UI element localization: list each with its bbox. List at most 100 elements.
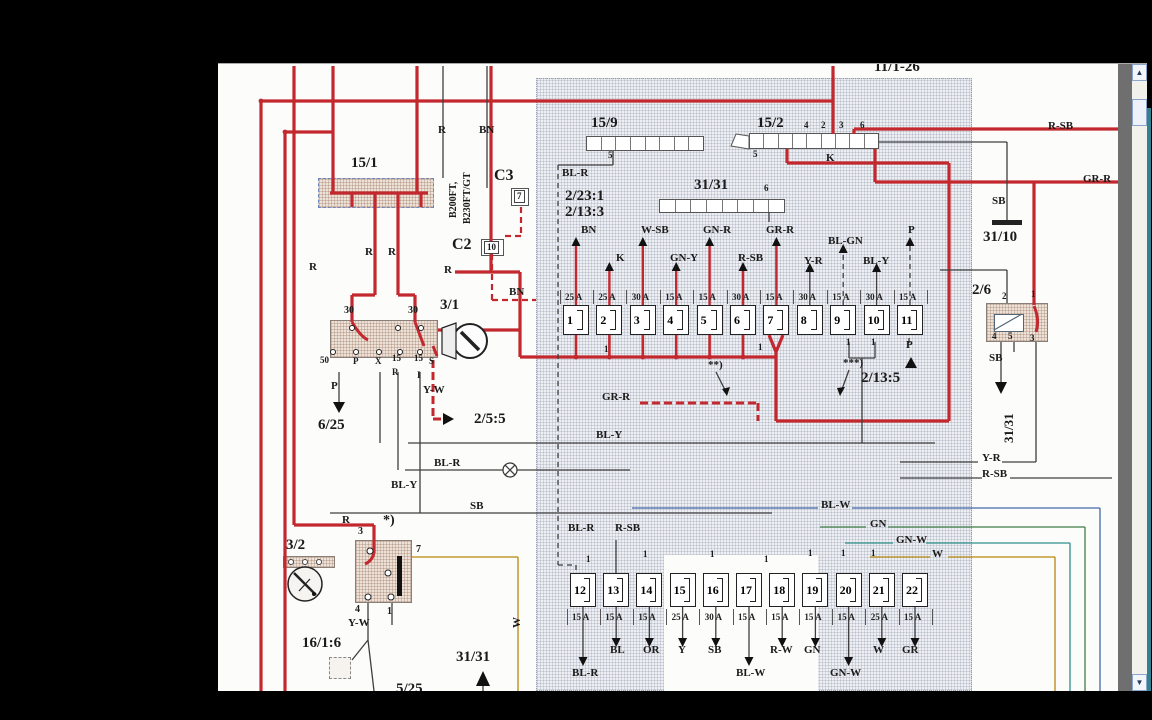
wire-label: GN-W: [830, 667, 862, 679]
wire-label: GN: [804, 644, 821, 656]
pin-label: 7: [416, 544, 421, 555]
wire-label: R: [309, 261, 317, 273]
connector-15-1: [318, 178, 434, 208]
scrollbar-down-button[interactable]: ▼: [1132, 674, 1147, 691]
wire-label: Y: [678, 644, 686, 656]
fuse-amp-rating: 25 A: [565, 292, 583, 302]
fuse-amp-rating: 30 A: [631, 292, 650, 302]
label-b230ft-gt: B230FT/GT: [462, 172, 473, 224]
wire-label: BL-GN: [828, 235, 863, 247]
label-c3: C3: [494, 167, 514, 184]
pin-label: 1: [871, 548, 876, 558]
wire-label: R-SB: [982, 468, 1008, 480]
label-2-6: 2/6: [972, 282, 992, 298]
wire-label: R: [444, 264, 452, 276]
fuse-top-10: 10: [863, 305, 890, 335]
fuse-top-9: 9: [830, 305, 857, 335]
pin-label: 1: [387, 606, 392, 617]
fuse-bottom-15: 15: [669, 573, 696, 607]
fuse-top-11: 11: [897, 305, 923, 335]
label-2-23-1: 2/23:1: [565, 188, 605, 204]
wire-label: P: [331, 380, 338, 392]
bottom-letterbox: [0, 691, 1152, 720]
label-16-1-6: 16/1:6: [302, 635, 342, 651]
pin-label: 30: [344, 305, 354, 316]
pin-label: P: [353, 356, 359, 366]
pin-label: 1: [846, 337, 851, 347]
wire-label: OR: [643, 644, 660, 656]
wire-label: W: [511, 617, 523, 628]
pin-label: 15: [414, 353, 423, 363]
wire-label: BL-W: [736, 667, 766, 679]
fuse-amp-rating: 15 A: [605, 612, 623, 622]
wire-label: GN-Y: [670, 252, 699, 264]
fuse-top-8: 8: [796, 305, 823, 335]
wire-label: R-SB: [1048, 120, 1074, 132]
wire-label: R: [365, 246, 373, 258]
wire-label: Y-W: [348, 617, 370, 629]
wire-label: P: [906, 339, 913, 351]
wire-label: GN-R: [703, 224, 732, 236]
window-edge-accent: [1147, 108, 1151, 691]
label-3-1: 3/1: [440, 297, 460, 313]
pin-label: S: [429, 356, 435, 366]
pin-label: 15: [392, 353, 401, 363]
fuse-amp-rating: 30 A: [798, 292, 817, 302]
wire-label: R-SB: [615, 522, 641, 534]
fuse-top-7: 7: [763, 305, 790, 335]
wire-label: K: [616, 252, 625, 264]
fuse-amp-rating: 30 A: [865, 292, 883, 302]
wire-label: SB: [470, 500, 484, 512]
fuse-amp-rating: 15 A: [771, 612, 789, 622]
connector-c2-pin: 10: [484, 241, 499, 254]
fuse-amp-rating: 15 A: [698, 292, 716, 302]
wire-label: BL-Y: [596, 429, 623, 441]
wire-label: GN-W: [896, 534, 928, 546]
fuse-amp-rating: 15 A: [804, 612, 822, 622]
label-2-13-5: 2/13:5: [861, 370, 901, 386]
pin-label: 3: [1030, 333, 1035, 343]
pin-label: X: [375, 356, 382, 366]
scrollbar-up-button[interactable]: ▲: [1132, 64, 1147, 81]
pin-label: 4: [992, 331, 997, 341]
wire-label: W: [873, 644, 884, 656]
wire-label: **): [708, 359, 723, 371]
fuse-bottom-21: 21: [868, 573, 895, 607]
fuse-amp-rating: 25 A: [598, 292, 616, 302]
wire-label: Y-R: [982, 452, 1001, 464]
page-top-edge: [218, 63, 1147, 64]
fuse-top-1: 1: [563, 305, 589, 335]
fuse-top-5: 5: [696, 305, 723, 335]
connector-31-31: [659, 199, 785, 213]
scrollbar-track[interactable]: [1132, 64, 1147, 691]
wire-label: BN: [479, 124, 495, 136]
fuse-amp-rating: 30 A: [704, 612, 723, 622]
wire-label: *): [383, 513, 395, 528]
pin-label: 1: [586, 554, 591, 564]
pin-label: 4: [355, 604, 360, 615]
switch-position-strip: [283, 556, 335, 568]
wire-label: K: [826, 152, 835, 164]
wire-label: SB: [708, 644, 722, 656]
pin-label: 3: [839, 120, 844, 130]
label-31-31-top: 31/31: [694, 177, 729, 193]
fuse-top-4: 4: [663, 305, 690, 335]
fuse-bottom-18: 18: [769, 573, 796, 607]
wire-label: GN: [870, 518, 887, 530]
fuse-top-6: 6: [730, 305, 756, 335]
fuse-top-2: 2: [596, 305, 623, 335]
pin-label: 1: [764, 554, 769, 564]
pin-label: 2: [1002, 291, 1007, 301]
fuse-amp-rating: 15 A: [832, 292, 850, 302]
fuse-amp-rating: 15 A: [738, 612, 756, 622]
wire-label: P: [908, 224, 915, 236]
label-15-1: 15/1: [351, 155, 378, 171]
wire-label: Y-W: [423, 384, 445, 396]
fuse-amp-rating: 15 A: [899, 292, 917, 302]
label-31-31-bottom: 31/31: [456, 649, 491, 665]
connector-15-2: [749, 133, 879, 149]
label-2-5-5: 2/5:5: [474, 411, 506, 427]
scrollbar-thumb[interactable]: [1132, 99, 1147, 126]
wire-label: GR-R: [766, 224, 795, 236]
